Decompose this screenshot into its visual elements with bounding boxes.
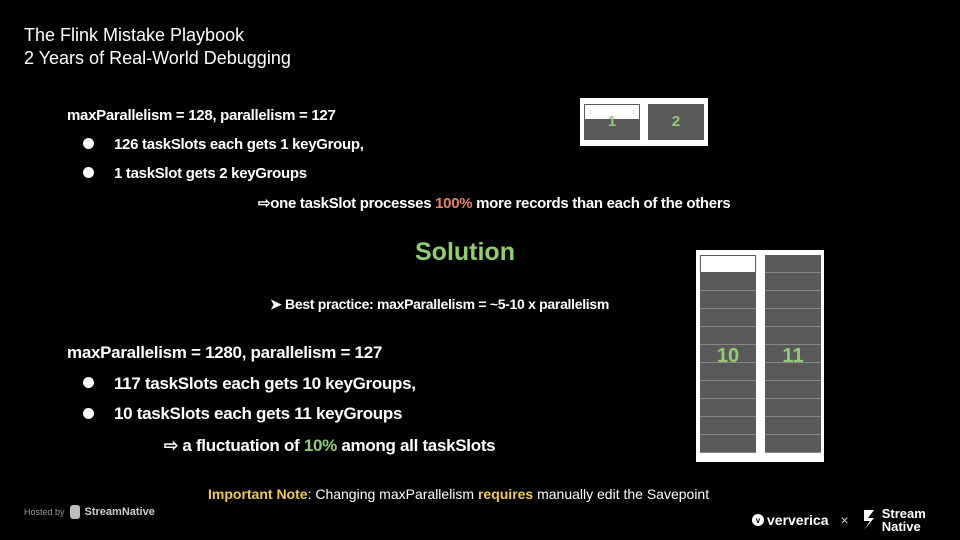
example2-config: maxParallelism = 1280, parallelism = 127 bbox=[67, 343, 383, 362]
task-slot-2: 2 bbox=[648, 104, 704, 140]
example1-bullet-1: 126 taskSlots each gets 1 keyGroup, bbox=[114, 136, 364, 153]
example2-bullet-1: 117 taskSlots each gets 10 keyGroups, bbox=[114, 374, 416, 393]
highlight-percent: 100% bbox=[435, 195, 473, 212]
column-label: 10 bbox=[716, 345, 740, 367]
streamnative-logo-icon bbox=[863, 510, 874, 530]
conclusion-text: among all taskSlots bbox=[336, 436, 496, 455]
wordmark-line: Stream bbox=[881, 506, 926, 521]
highlight-percent: 10% bbox=[303, 436, 337, 455]
slot-fill bbox=[700, 255, 756, 273]
slot-label: 1 bbox=[607, 113, 617, 130]
column-label: 11 bbox=[782, 345, 804, 367]
logo-separator: × bbox=[840, 512, 849, 528]
example1-config: maxParallelism = 128, parallelism = 127 bbox=[67, 107, 336, 124]
hosted-by: Hosted by StreamNative bbox=[24, 505, 155, 519]
bullet-dot bbox=[83, 408, 94, 419]
ververica-logo-icon: v bbox=[752, 514, 764, 526]
slide-header: The Flink Mistake Playbook 2 Years of Re… bbox=[24, 24, 291, 70]
bullet-dot bbox=[83, 138, 94, 149]
ververica-wordmark: ververica bbox=[767, 512, 829, 528]
note-text: manually edit the Savepoint bbox=[533, 486, 710, 502]
conclusion-text: more records than each of the others bbox=[472, 195, 731, 212]
example2-bullet-2: 10 taskSlots each gets 11 keyGroups bbox=[114, 404, 403, 423]
note-emphasis: requires bbox=[477, 486, 534, 502]
slot-fill bbox=[584, 104, 640, 120]
example1-bullet-2: 1 taskSlot gets 2 keyGroups bbox=[114, 165, 307, 182]
note-label: Important Note bbox=[208, 486, 308, 502]
keygroup-diagram-small: 1 2 bbox=[580, 98, 708, 146]
important-note: Important Note: Changing maxParallelism … bbox=[208, 486, 709, 502]
slide-subtitle: 2 Years of Real-World Debugging bbox=[24, 48, 291, 68]
note-text: : Changing maxParallelism bbox=[307, 486, 478, 502]
conclusion-text: ⇨ a fluctuation of bbox=[164, 436, 304, 455]
streamnative-wordmark: Stream Native bbox=[882, 507, 926, 533]
partner-logos: v ververica × Stream Native bbox=[752, 507, 926, 533]
hosted-by-label: Hosted by bbox=[24, 507, 65, 517]
task-slot-column-2: 11 bbox=[765, 255, 821, 453]
keygroup-diagram-large: 10 11 bbox=[696, 250, 824, 462]
task-slot-1: 1 bbox=[584, 104, 640, 140]
slide-title: The Flink Mistake Playbook bbox=[24, 25, 245, 45]
hosted-brand: StreamNative bbox=[84, 506, 155, 518]
streamnative-logo-icon bbox=[69, 505, 80, 519]
task-slot-column-1: 10 bbox=[700, 255, 756, 453]
wordmark-line: Native bbox=[881, 519, 921, 534]
example1-conclusion: ⇨one taskSlot processes 100% more record… bbox=[258, 194, 731, 212]
conclusion-text: ⇨one taskSlot processes bbox=[258, 195, 436, 212]
example2-conclusion: ⇨ a fluctuation of 10% among all taskSlo… bbox=[164, 436, 496, 456]
solution-heading: Solution bbox=[415, 238, 515, 266]
bullet-dot bbox=[83, 377, 94, 388]
ververica-logo: v ververica bbox=[752, 512, 829, 528]
best-practice: ➤ Best practice: maxParallelism = ~5-10 … bbox=[270, 296, 610, 312]
streamnative-logo: Stream Native bbox=[861, 507, 926, 533]
bullet-dot bbox=[83, 167, 94, 178]
slot-label: 2 bbox=[671, 113, 681, 130]
